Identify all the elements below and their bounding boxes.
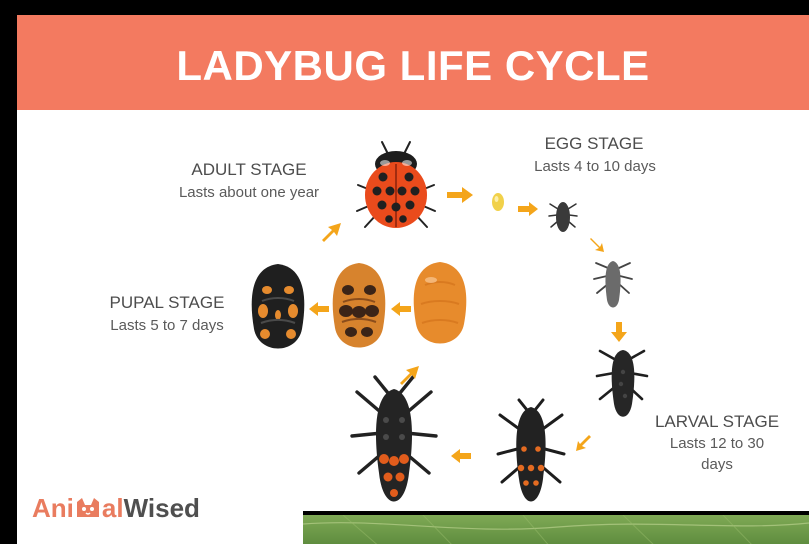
arrow-icon (307, 300, 331, 318)
arrow-icon (587, 235, 607, 255)
larval-stage-subtitle-line1: Lasts 12 to 30 (642, 435, 792, 452)
pupa-icon (407, 257, 473, 357)
page-title: LADYBUG LIFE CYCLE (17, 42, 809, 90)
arrow-icon (609, 320, 629, 344)
adult-stage-title: ADULT STAGE (159, 160, 339, 180)
egg-stage-subtitle: Lasts 4 to 10 days (515, 158, 675, 175)
arrow-icon (449, 447, 473, 465)
arrow-icon (445, 185, 475, 205)
arrow-icon (573, 434, 595, 454)
arrow-icon (516, 200, 540, 218)
arrow-icon (389, 300, 413, 318)
pupal-stage-title: PUPAL STAGE (87, 293, 247, 313)
larva-icon (591, 255, 635, 315)
larval-stage-title: LARVAL STAGE (642, 412, 792, 432)
pupa-icon (326, 258, 392, 360)
adult-stage-subtitle: Lasts about one year (159, 184, 339, 201)
infographic-card: LADYBUG LIFE CYCLE ADULT STAGE Lasts abo… (17, 15, 809, 544)
larva-icon (342, 375, 446, 524)
larval-stage-subtitle-line2: days (642, 456, 792, 473)
leaf-texture-icon (303, 515, 809, 544)
header-banner: LADYBUG LIFE CYCLE (17, 15, 809, 110)
arrow-icon (317, 219, 345, 247)
egg-icon (490, 191, 506, 213)
ladybug-icon (351, 139, 441, 234)
logo-part-2: al (102, 493, 124, 523)
egg-stage-title: EGG STAGE (524, 134, 664, 154)
arrow-icon (395, 362, 423, 390)
larva-icon (588, 342, 654, 426)
pupal-stage-subtitle: Lasts 5 to 7 days (82, 317, 252, 334)
logo-part-1: Ani (32, 493, 74, 523)
logo-cat-icon (75, 497, 101, 519)
logo-part-3: Wised (124, 493, 200, 523)
larva-icon (546, 197, 582, 241)
pupa-icon (245, 259, 311, 361)
inset-image (303, 511, 809, 544)
larva-icon (487, 397, 575, 517)
